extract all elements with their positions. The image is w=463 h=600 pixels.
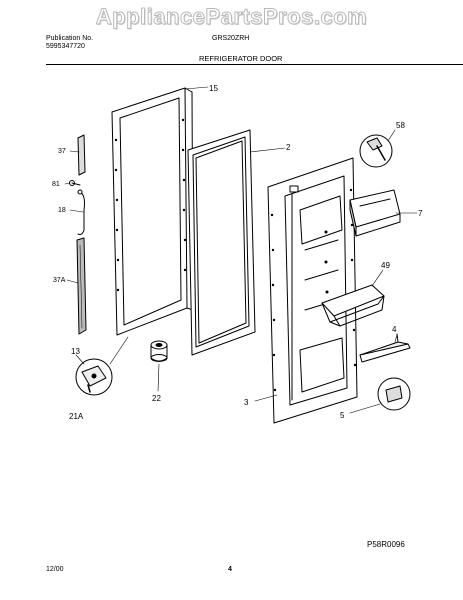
callout-22: 22 [152,394,161,403]
door-handle-assembly [69,134,87,335]
callout-58: 58 [396,121,405,130]
callout-5: 5 [340,411,345,420]
door-bushing [150,340,168,362]
callout-2: 2 [286,143,291,152]
door-panel-outer [111,87,194,336]
callout-49: 49 [381,261,390,270]
callout-21a: 21A [69,412,84,421]
door-bar [359,333,411,363]
callout-4: 4 [392,325,397,334]
page-number: 4 [228,566,232,573]
header-rule [46,64,463,65]
section-title: REFRIGERATOR DOOR [199,54,283,63]
footer-date: 12/00 [46,566,64,573]
door-bin-small [349,189,401,237]
model-number: GRS20ZRH [212,35,250,42]
watermark-logo: AppliancePartsPros.com [95,4,368,30]
figure-code: P58R0096 [367,540,405,549]
callout-15: 15 [209,84,218,93]
callout-3: 3 [244,398,249,407]
callout-labels: 15 2 58 37 81 18 7 49 37A 4 13 22 3 5 21… [52,84,423,421]
callout-7: 7 [418,209,423,218]
publication-number: 5995347720 [46,43,85,50]
callout-37: 37 [58,148,66,155]
callout-18: 18 [58,207,66,214]
door-gasket [187,129,256,356]
hinge-part-inset [75,358,113,396]
callout-37a: 37A [53,277,66,284]
screw-inset [359,134,393,168]
callout-81: 81 [52,181,60,188]
callout-13: 13 [71,347,80,356]
cap-inset [377,377,411,411]
leader-lines [64,86,418,414]
publication-label: Publication No. [46,35,94,42]
door-shelf-bin [321,284,385,327]
door-liner [267,157,358,424]
